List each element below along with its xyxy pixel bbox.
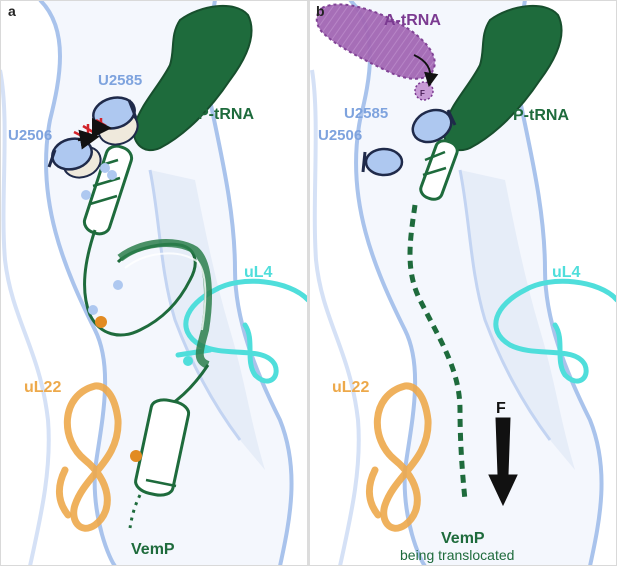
tunnel-left-wall — [38, 0, 117, 566]
label-u2506: U2506 — [8, 127, 52, 144]
label-a-trna: A-tRNA — [384, 12, 441, 29]
label-f-small: F — [420, 89, 425, 98]
tunnel-left-outer — [0, 69, 51, 566]
label-p-trna: P-tRNA — [198, 106, 254, 123]
label-ul4: uL4 — [244, 264, 273, 281]
vemp-helix-lower — [134, 398, 191, 497]
panel-letter: a — [8, 3, 16, 19]
label-u2585: U2585 — [344, 105, 388, 122]
ul22-tail — [55, 466, 72, 519]
panel-letter: b — [316, 3, 325, 19]
tunnel-right-inner — [148, 169, 242, 441]
translocation-arrow-icon — [488, 417, 518, 507]
label-ul22: uL22 — [24, 379, 61, 396]
ul22-tail — [365, 466, 382, 519]
dot-orange — [95, 316, 107, 328]
ul4-loop — [183, 278, 308, 384]
dot-blue — [88, 305, 98, 315]
label-ul4: uL4 — [552, 264, 581, 281]
vemp-ribbon — [117, 239, 212, 369]
ul4-loop — [493, 278, 617, 384]
nucleotide-u2506 — [361, 147, 404, 177]
p-trna-shape — [442, 4, 563, 151]
dot-blue — [81, 190, 91, 200]
ul4-tail — [175, 347, 213, 358]
tunnel-inner-band — [460, 170, 575, 470]
dot-orange — [130, 450, 142, 462]
label-vemp: VemP — [131, 541, 175, 558]
label-vemp: VemP — [441, 530, 485, 547]
tunnel-left-wall — [348, 0, 427, 566]
label-u2585: U2585 — [98, 72, 142, 89]
ul22-twist — [373, 382, 432, 532]
dot-blue — [107, 170, 117, 180]
label-vemp-sub: being translocated — [400, 547, 514, 563]
nucleotide-u2506 — [47, 137, 102, 179]
panel-a: a U2585 U2506 P-tRNA uL4 uL22 VemP — [0, 0, 308, 566]
label-ul22: uL22 — [332, 379, 369, 396]
label-u2506: U2506 — [318, 127, 362, 144]
dot-blue — [100, 163, 110, 173]
panel-divider — [307, 0, 310, 566]
vemp-chain — [407, 139, 468, 501]
dot-blue — [113, 280, 123, 290]
nucleotide-u2585 — [411, 108, 457, 144]
a-trna-shape — [315, 3, 436, 80]
p-trna-shape — [132, 4, 253, 151]
ul22-twist — [63, 382, 122, 532]
vemp-dashed-path — [407, 204, 468, 501]
panel-b: b A-tRNA F U2585 U2506 P-tRNA uL4 uL22 F… — [310, 0, 617, 566]
vemp-tail-dashed — [128, 494, 142, 529]
tunnel-right-inner — [458, 169, 552, 441]
a-trna-arrow — [413, 54, 439, 88]
ul4-dot — [183, 356, 193, 366]
tunnel-left-outer — [310, 69, 361, 566]
clash-icon — [73, 118, 112, 150]
label-f-arrow: F — [496, 400, 506, 417]
label-p-trna: P-tRNA — [513, 107, 569, 124]
vemp-chain — [82, 144, 212, 529]
